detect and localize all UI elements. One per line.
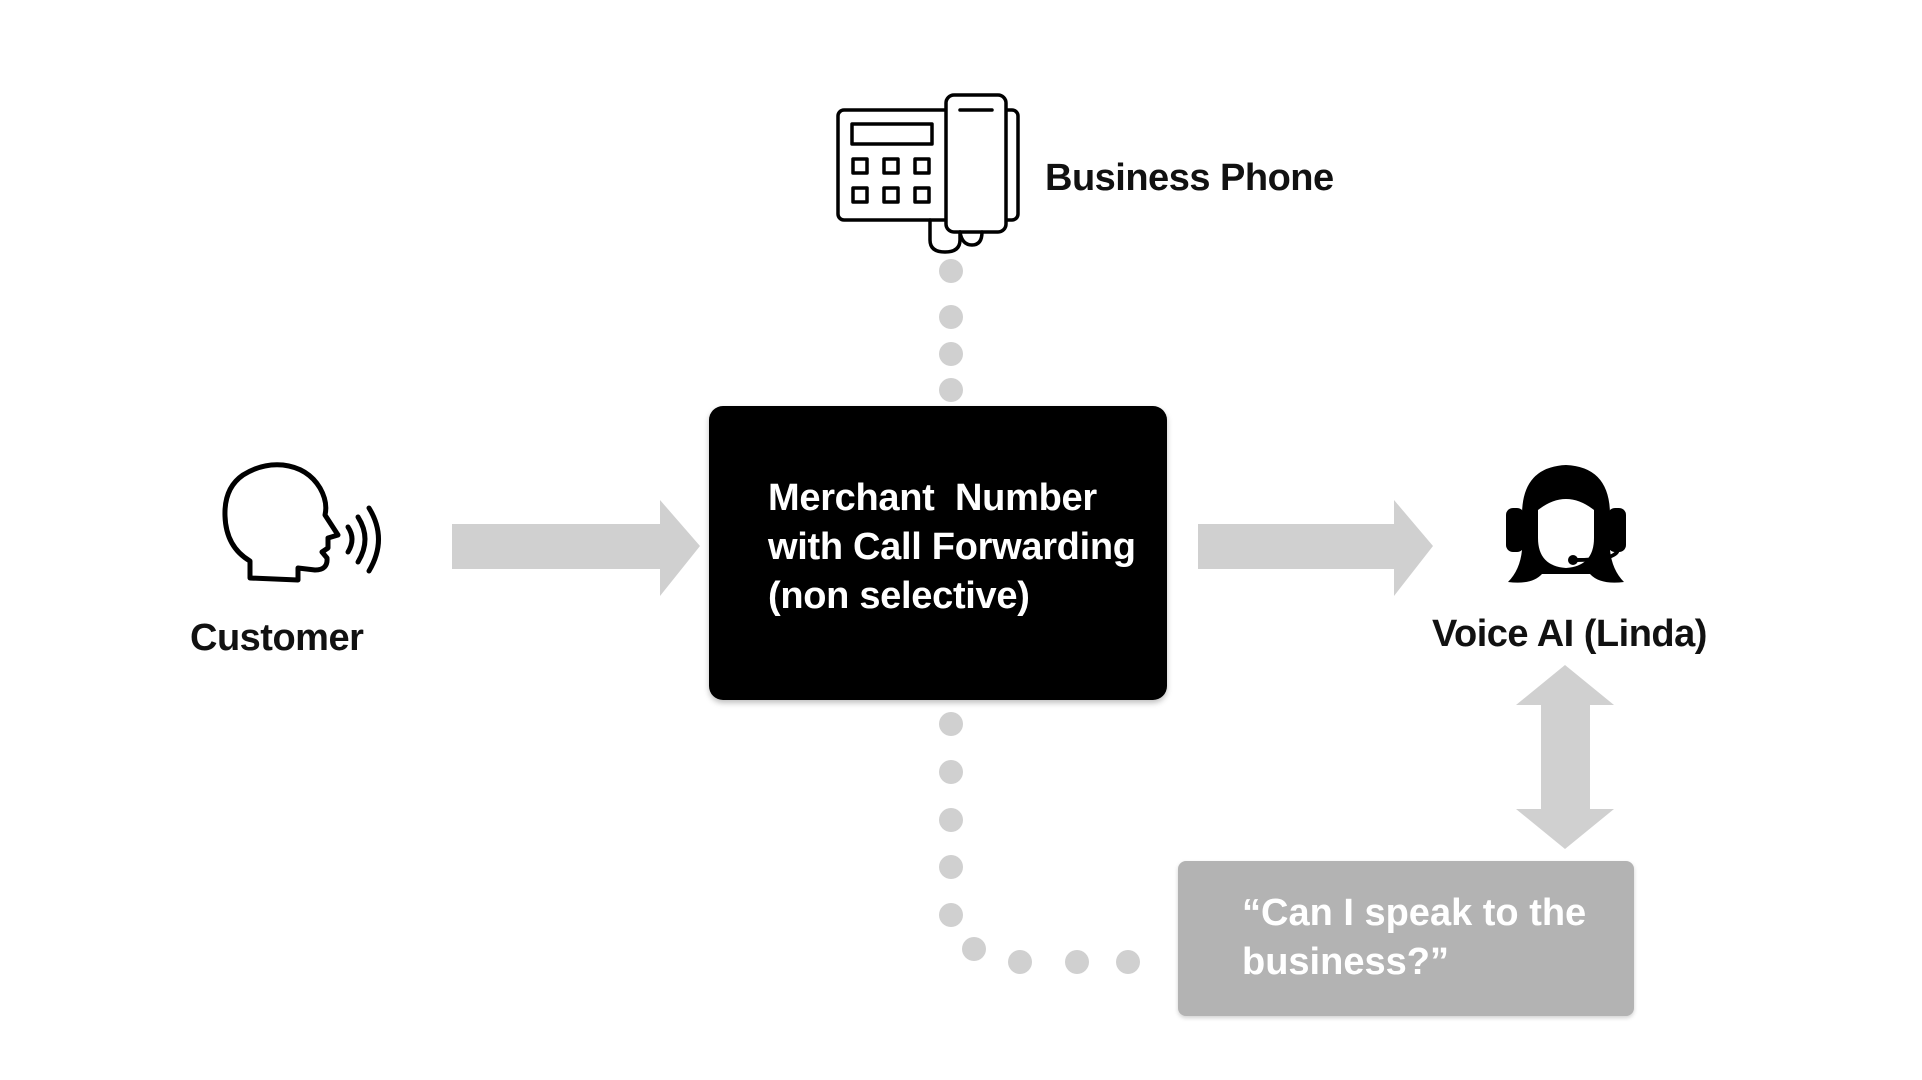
quote-text: “Can I speak to the business?” — [1242, 889, 1586, 987]
quote-line-2: business?” — [1242, 941, 1449, 983]
merchant-to-voiceai-arrow — [1198, 500, 1433, 596]
merchant-line-1: Merchant Number — [768, 477, 1097, 519]
quote-line-1: “Can I speak to the — [1242, 892, 1587, 934]
customer-label: Customer — [190, 617, 364, 659]
phone-dotted-connector — [939, 259, 963, 402]
merchant-number-text: Merchant Number with Call Forwarding (no… — [768, 474, 1136, 621]
business-phone-label: Business Phone — [1045, 157, 1334, 199]
customer-to-merchant-arrow — [452, 500, 700, 596]
quote-dotted-connector — [939, 712, 1140, 974]
merchant-line-3: (non selective) — [768, 575, 1030, 617]
merchant-number-box: Merchant Number with Call Forwarding (no… — [709, 406, 1167, 700]
quote-box: “Can I speak to the business?” — [1178, 861, 1634, 1016]
voice-ai-label: Voice AI (Linda) — [1432, 613, 1707, 655]
voiceai-quote-double-arrow — [1516, 665, 1614, 849]
merchant-line-2: with Call Forwarding — [768, 526, 1136, 568]
